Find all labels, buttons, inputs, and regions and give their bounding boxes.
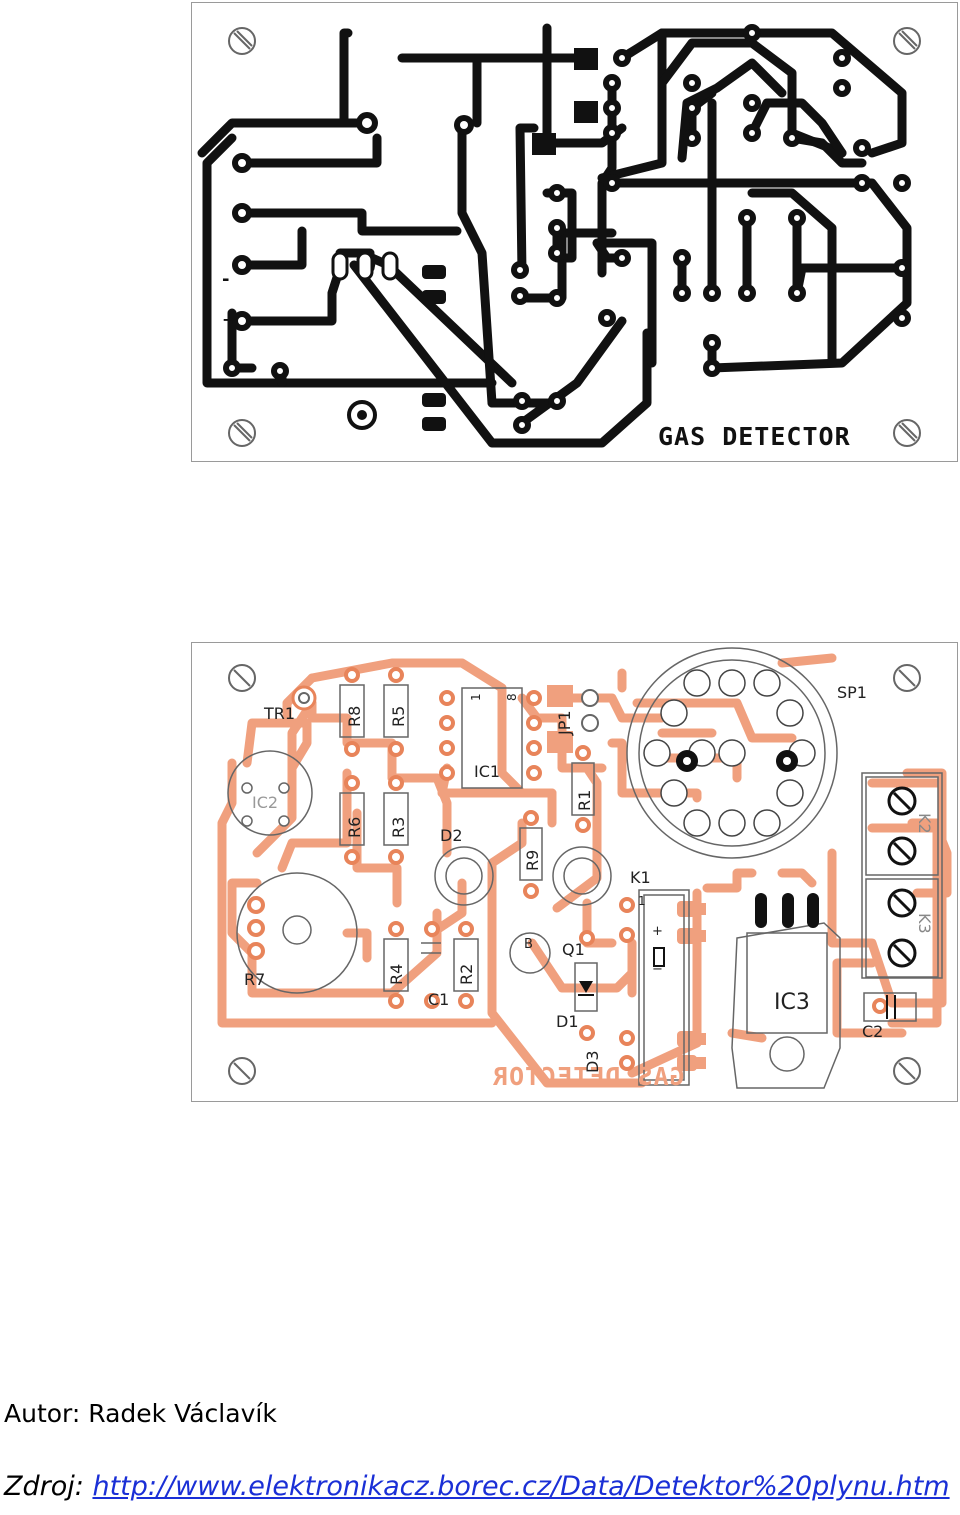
label-c2: C2 [862,1022,883,1041]
terminal-screws [887,786,917,968]
label-r4: R4 [387,964,406,985]
label-d1: D1 [556,1012,579,1031]
label-r9: R9 [523,850,542,871]
author-line: Autor: Radek Václavík [4,1399,277,1428]
label-pin1: 1 [469,693,483,701]
orange-pads [547,685,706,1071]
mounting-hole-icon [893,1057,921,1085]
sensor-heads [445,857,601,895]
source-line: Zdroj: http://www.elektronikacz.borec.cz… [4,1471,950,1502]
label-r1: R1 [575,790,594,811]
pcb-copper-layout: - + GAS DETECTOR [191,2,958,462]
mounting-hole-icon [228,419,256,447]
component-layout-svg: GAS DETECTOR TR1 R8 R5 IC1 1 8 JP1 SP1 I… [217,647,952,1091]
label-b: B [524,937,533,952]
component-pads [247,667,888,1071]
screw-terminal-icon [887,888,917,918]
author-label: Autor: [4,1399,81,1428]
copper-board-title: GAS DETECTOR [658,422,851,451]
relay-coil-icon [653,947,665,967]
screw-terminal-icon [887,836,917,866]
label-sp1: SP1 [837,683,867,702]
author-name: Radek Václavík [88,1399,277,1428]
copper-rect-pads [422,48,598,431]
layout-mounting-holes [228,664,921,1085]
speaker-terminal-holes [683,757,791,765]
mounting-hole-icon [228,27,256,55]
minus-label: - [222,269,229,290]
pcb-component-layout: GAS DETECTOR TR1 R8 R5 IC1 1 8 JP1 SP1 I… [191,642,958,1102]
layout-board-title-mirrored: GAS DETECTOR [492,1062,685,1091]
label-relay-plus: + [652,924,663,939]
mounting-hole-icon [228,1057,256,1085]
label-r6: R6 [345,817,364,838]
label-ic2: IC2 [252,793,278,812]
diode-icon [578,981,594,996]
copper-large-pads [347,115,474,430]
copper-oval-pads [331,251,399,281]
screw-terminal-icon [887,938,917,968]
capacitor-icon [886,995,896,1019]
source-label: Zdroj: [4,1471,84,1502]
label-r2: R2 [457,964,476,985]
label-k1: K1 [630,868,651,887]
mounting-hole-icon [228,664,256,692]
mounting-hole-icon [893,419,921,447]
label-d3: D3 [583,1051,602,1074]
copper-mounting-holes [228,27,921,447]
label-k1-pin1: 1 [638,894,646,908]
plus-label: + [222,310,235,329]
label-r3: R3 [389,817,408,838]
label-q1: Q1 [562,940,585,959]
label-jp1: JP1 [555,710,574,736]
label-relay-minus: − [652,962,663,977]
label-r5: R5 [389,706,408,727]
label-ic1: IC1 [474,762,500,781]
label-tr1: TR1 [263,704,295,723]
component-labels: TR1 R8 R5 IC1 1 8 JP1 SP1 IC2 R6 R3 D2 R… [244,683,934,1073]
tr1-trimmer [291,685,317,711]
source-link[interactable]: http://www.elektronikacz.borec.cz/Data/D… [92,1471,950,1502]
mounting-hole-icon [893,27,921,55]
screw-terminal-icon [887,786,917,816]
label-k2: K2 [915,813,934,834]
ic2-pins [241,782,290,827]
mounting-hole-icon [893,664,921,692]
label-r7: R7 [244,970,265,989]
component-outlines [227,647,943,1089]
label-c1: C1 [428,990,449,1009]
jp1-pads [581,689,599,732]
label-ic3: IC3 [774,990,810,1015]
label-r8: R8 [345,706,364,727]
mirrored-title-group: GAS DETECTOR [492,1062,685,1091]
copper-traces-svg: - + GAS DETECTOR [197,23,921,451]
label-pin8: 8 [505,693,519,701]
speaker-holes [643,669,816,837]
ic3-pins [755,893,819,928]
label-k3: K3 [915,913,934,934]
copper-pads [223,24,911,434]
label-d2: D2 [440,826,463,845]
